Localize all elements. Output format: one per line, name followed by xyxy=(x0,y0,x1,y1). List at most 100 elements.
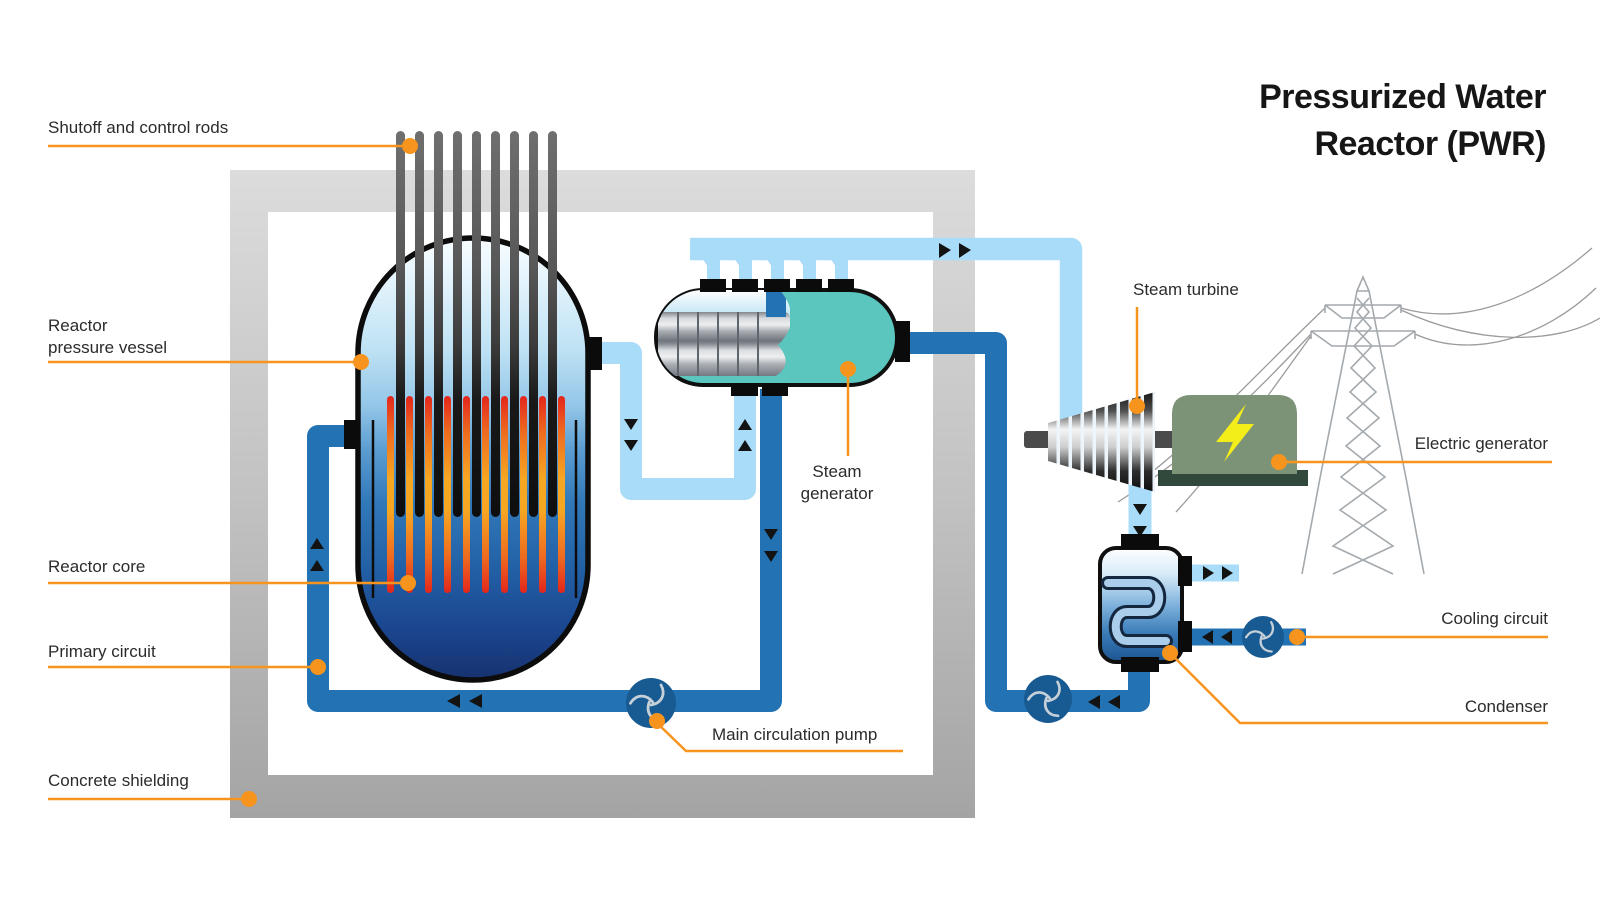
control-rod xyxy=(434,131,443,517)
leader-main-circulation-pump xyxy=(656,722,903,753)
dot-steam-generator xyxy=(840,361,856,377)
dot-concrete-shielding xyxy=(241,791,257,807)
fuel-rod xyxy=(501,396,508,593)
control-rod xyxy=(415,131,424,517)
reactor-core-fuel-rods xyxy=(387,396,565,593)
steam-pipes xyxy=(596,237,1239,582)
fuel-rod xyxy=(539,396,546,593)
condenser-cooling-out-nozzle xyxy=(1178,556,1192,586)
flow-arrow xyxy=(1088,695,1100,709)
flow-arrow xyxy=(1133,526,1147,537)
steam-turbine xyxy=(1024,392,1177,492)
condensate-pipe xyxy=(909,332,1150,712)
sg-bottom-nozzle xyxy=(762,383,788,396)
dot-electric-generator xyxy=(1271,454,1287,470)
sg-bottom-nozzle xyxy=(731,383,758,396)
fuel-rod xyxy=(387,396,394,593)
electric-generator xyxy=(1158,395,1308,486)
tower-legs xyxy=(1301,290,1425,575)
tower-crossarms xyxy=(1310,304,1416,347)
control-rod xyxy=(491,131,500,517)
label-line: generator xyxy=(800,484,874,503)
steam-generator-cutaway xyxy=(658,290,790,376)
flow-arrow xyxy=(447,694,460,708)
label-concrete-shielding: Concrete shielding xyxy=(48,771,189,790)
hot-leg-pipe xyxy=(596,342,756,500)
flow-arrow xyxy=(1133,504,1147,515)
flow-arrow xyxy=(624,419,638,430)
flow-arrow xyxy=(764,529,778,540)
title-line: Pressurized Water xyxy=(1259,78,1546,116)
control-rods xyxy=(396,131,557,517)
fuel-rod xyxy=(444,396,451,593)
diagram-title: Pressurized Water Reactor (PWR) xyxy=(1259,74,1546,168)
condenser-drain-nozzle xyxy=(1121,657,1159,672)
label-shutoff-control-rods: Shutoff and control rods xyxy=(48,118,229,137)
vessel-inlet-nozzle xyxy=(344,420,360,449)
label-steam-turbine: Steam turbine xyxy=(1133,280,1239,299)
vessel-outlet-nozzle xyxy=(586,337,602,370)
dot-shutoff-control-rods xyxy=(402,138,418,154)
fuel-rod xyxy=(482,396,489,593)
dot-primary-circuit xyxy=(310,659,326,675)
flow-arrows xyxy=(310,243,1233,709)
dot-steam-turbine xyxy=(1129,398,1145,414)
flow-arrow xyxy=(738,440,752,451)
flow-arrow xyxy=(959,243,971,258)
flow-arrow xyxy=(939,243,951,258)
sg-steam-nozzle xyxy=(796,279,822,292)
fuel-rod xyxy=(425,396,432,593)
sg-steam-nozzle xyxy=(732,279,758,292)
label-condenser: Condenser xyxy=(1464,697,1548,716)
sg-hot-leg-inlet xyxy=(766,290,786,317)
sg-steam-nozzle xyxy=(828,279,854,292)
condenser-nozzles xyxy=(1121,534,1192,672)
control-rod xyxy=(548,131,557,517)
main-circulation-pump xyxy=(626,678,676,728)
dot-cooling-circuit xyxy=(1289,629,1305,645)
control-rod xyxy=(510,131,519,517)
sg-feedwater-nozzle xyxy=(895,321,910,362)
control-rod xyxy=(529,131,538,517)
flow-arrow xyxy=(469,694,482,708)
fuel-rod xyxy=(558,396,565,593)
control-rod xyxy=(472,131,481,517)
dot-reactor-pressure-vessel xyxy=(353,354,369,370)
primary-circuit-pipe xyxy=(307,389,782,712)
cooling-pump xyxy=(1242,616,1284,658)
condenser-cooling-in-nozzle xyxy=(1178,621,1192,652)
lightning-bolt-icon xyxy=(1216,404,1254,462)
flow-arrow xyxy=(1108,695,1120,709)
sg-tube-ribs xyxy=(677,312,759,376)
sg-steam-nozzle xyxy=(700,279,726,292)
label-line: pressure vessel xyxy=(48,338,168,357)
power-line xyxy=(1414,287,1597,346)
flow-arrow xyxy=(310,538,324,549)
flow-arrow xyxy=(738,419,752,430)
sg-steam-nozzle xyxy=(764,279,790,292)
tower-lattice xyxy=(1331,297,1395,575)
flow-arrow xyxy=(1203,566,1214,580)
core-barrel xyxy=(371,420,578,598)
condensate-pump xyxy=(1024,675,1072,723)
condenser-coil-inner xyxy=(1104,579,1170,645)
reactor-pressure-vessel xyxy=(344,131,602,683)
tower-apex xyxy=(1355,274,1371,292)
turbine-cone xyxy=(1048,392,1155,492)
flow-arrow xyxy=(764,551,778,562)
power-line xyxy=(1400,247,1593,315)
flow-arrow xyxy=(1221,630,1232,644)
flow-arrow xyxy=(624,440,638,451)
label-electric-generator: Electric generator xyxy=(1414,434,1548,453)
label-line: Reactor xyxy=(48,316,108,335)
condenser-inlet-nozzle xyxy=(1121,534,1159,549)
label-line: Steam xyxy=(812,462,862,481)
flow-arrow xyxy=(1222,566,1233,580)
steam-generator xyxy=(654,279,910,396)
label-leaders xyxy=(48,138,1552,807)
dot-main-circulation-pump xyxy=(649,713,665,729)
label-primary-circuit: Primary circuit xyxy=(48,642,156,661)
label-main-circulation-pump: Main circulation pump xyxy=(712,725,878,744)
